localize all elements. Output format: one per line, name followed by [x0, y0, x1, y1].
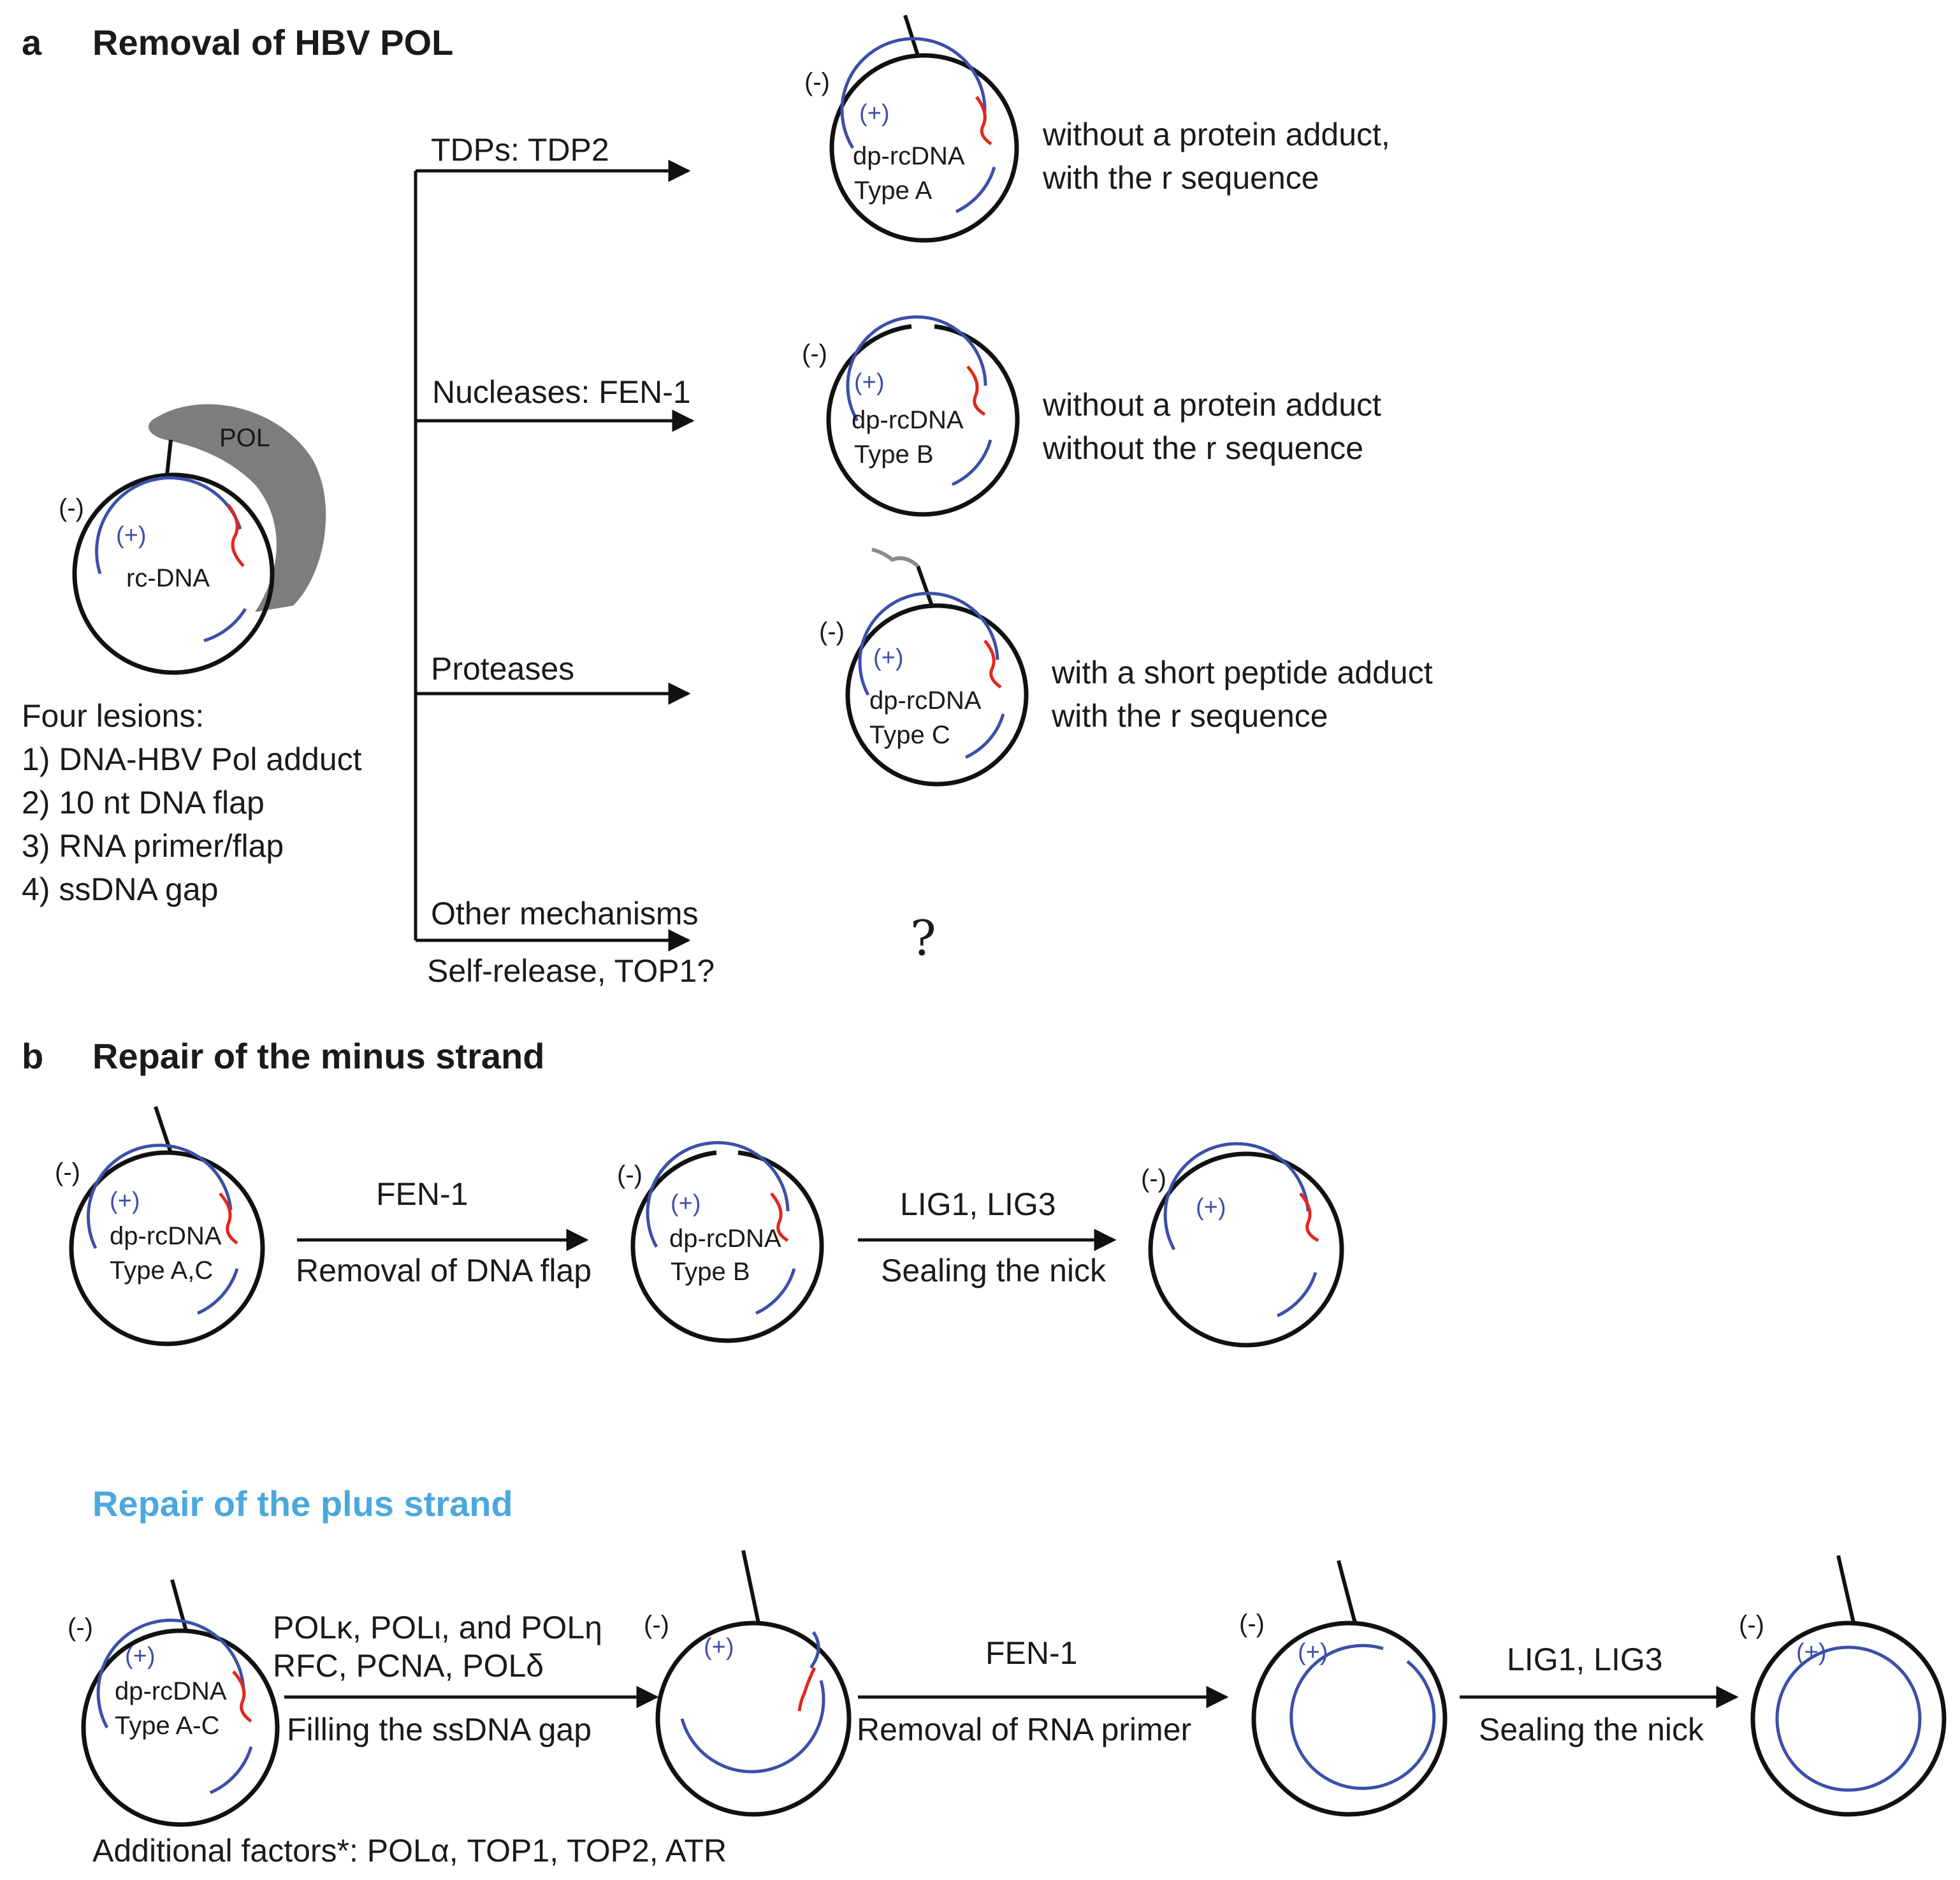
step-description: Sealing the nick	[1479, 1712, 1704, 1747]
plus-strand-label: (+)	[110, 1188, 140, 1214]
plus-strand-label: (+)	[125, 1643, 156, 1670]
dp-rcdna-type-b-circle	[826, 315, 1020, 517]
circle-type: Type A	[854, 177, 933, 205]
plus-row-repaired-circle	[1750, 1555, 1947, 1817]
plus-strand-label: (+)	[1298, 1639, 1328, 1666]
minus-strand-label: (-)	[644, 1611, 669, 1639]
plus-strand-label: (+)	[1196, 1194, 1226, 1221]
minus-strand-label: (-)	[617, 1161, 642, 1189]
minus-strand-label: (-)	[1141, 1165, 1166, 1193]
circle-type: Type B	[671, 1258, 750, 1286]
minus-strand-label: (-)	[55, 1158, 80, 1186]
step-polymerases-label: POLκ, POLι, and POLη	[273, 1610, 602, 1645]
source-plus-label: (+)	[116, 522, 147, 549]
type-c-description: with a short peptide adduct	[1051, 655, 1433, 690]
step-factors-label: RFC, PCNA, POLδ	[273, 1648, 544, 1684]
lesion-item: 2) 10 nt DNA flap	[22, 785, 265, 820]
dp-rcdna-type-a-circle	[829, 15, 1019, 243]
minus-repair-title: Repair of the minus strand	[92, 1036, 544, 1076]
step-description: Filling the ssDNA gap	[287, 1712, 592, 1747]
circle-type: Type C	[869, 721, 950, 749]
minus-strand-label: (-)	[68, 1614, 93, 1642]
pathway-label: Proteases	[431, 651, 574, 687]
plus-row-filled-gap-circle	[655, 1550, 852, 1817]
lesion-item: 4) ssDNA gap	[22, 871, 218, 907]
minus-strand-label: (-)	[819, 618, 845, 646]
step-description: Sealing the nick	[881, 1253, 1107, 1288]
circle-name: dp-rcDNA	[110, 1222, 222, 1250]
step-enzyme-label: FEN-1	[985, 1635, 1077, 1671]
plus-row-primer-removed-circle	[1251, 1560, 1448, 1817]
type-b-description: without a protein adduct	[1042, 387, 1381, 423]
lesion-item: 3) RNA primer/flap	[22, 828, 284, 864]
minus-strand-label: (-)	[804, 68, 830, 96]
unknown-result-mark: ?	[910, 910, 936, 966]
pathway-label: Other mechanisms	[431, 896, 699, 931]
step-enzyme-label: LIG1, LIG3	[900, 1186, 1056, 1222]
step-enzyme-label: LIG1, LIG3	[1507, 1642, 1663, 1677]
step-enzyme-label: FEN-1	[376, 1176, 468, 1212]
type-a-description: without a protein adduct,	[1042, 117, 1390, 152]
type-b-description: without the r sequence	[1042, 430, 1363, 466]
minus-row-sealed-circle	[1148, 1142, 1344, 1348]
panel-b-letter: b	[22, 1036, 43, 1076]
panel-a-title: Removal of HBV POL	[92, 22, 453, 62]
plus-strand-label: (+)	[1796, 1639, 1827, 1666]
plus-strand-label: (+)	[873, 645, 904, 671]
circle-name: dp-rcDNA	[852, 406, 964, 434]
step-description: Removal of DNA flap	[296, 1253, 592, 1288]
rc-dna-circle	[72, 404, 326, 675]
pathway-sublabel: Self-release, TOP1?	[427, 953, 715, 989]
lesions-heading: Four lesions:	[22, 698, 204, 734]
plus-strand-label: (+)	[854, 369, 885, 396]
plus-strand-label: (+)	[704, 1634, 734, 1661]
minus-row-type-b-circle	[630, 1140, 824, 1343]
circle-type: Type B	[854, 441, 934, 469]
circle-type: Type A,C	[110, 1257, 213, 1285]
step-description: Removal of RNA primer	[857, 1712, 1191, 1747]
type-a-description: with the r sequence	[1042, 160, 1319, 196]
peptide-adduct	[871, 548, 920, 568]
plus-row-start-circle	[81, 1579, 280, 1827]
circle-type: Type A-C	[115, 1712, 220, 1740]
plus-repair-title: Repair of the plus strand	[92, 1483, 513, 1524]
minus-row-start-circle	[69, 1106, 265, 1346]
plus-strand-label: (+)	[859, 100, 890, 127]
pathway-label: TDPs: TDP2	[431, 132, 609, 168]
circle-name: dp-rcDNA	[869, 687, 982, 715]
panel-a-letter: a	[22, 22, 42, 62]
plus-strand-label: (+)	[671, 1190, 701, 1217]
pathway-label: Nucleases: FEN-1	[432, 374, 691, 410]
dp-rcdna-type-c-circle	[845, 548, 1029, 787]
minus-strand-label: (-)	[802, 340, 827, 368]
additional-factors-footnote: Additional factors*: POLα, TOP1, TOP2, A…	[92, 1833, 727, 1869]
pol-protein-shape	[149, 404, 326, 612]
minus-strand-label: (-)	[1239, 1610, 1265, 1638]
circle-name: dp-rcDNA	[669, 1225, 781, 1253]
circle-name: dp-rcDNA	[853, 142, 965, 170]
pol-label: POL	[219, 424, 270, 452]
circle-name: dp-rcDNA	[115, 1677, 227, 1705]
minus-strand-label: (-)	[1739, 1611, 1764, 1639]
source-minus-label: (-)	[59, 494, 84, 522]
lesion-item: 1) DNA-HBV Pol adduct	[22, 741, 362, 777]
source-name: rc-DNA	[126, 564, 210, 592]
type-c-description: with the r sequence	[1051, 698, 1328, 734]
